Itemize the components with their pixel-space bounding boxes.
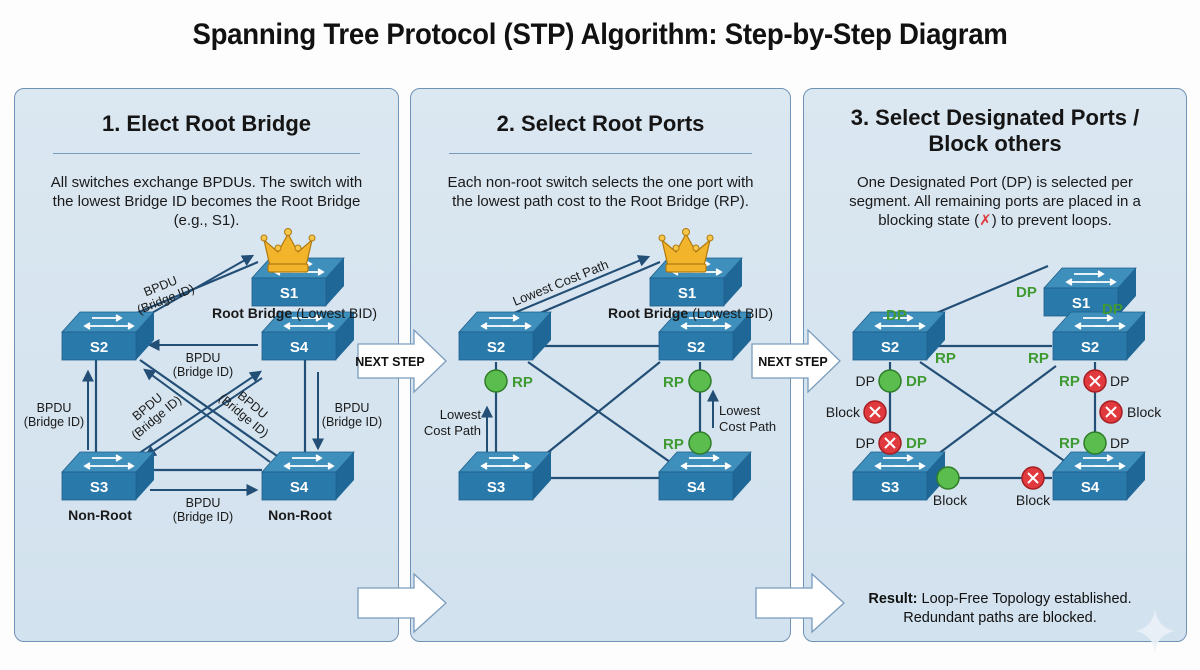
svg-text:(Bridge ID): (Bridge ID) bbox=[173, 365, 233, 379]
svg-text:BPDU: BPDU bbox=[37, 401, 72, 415]
block-label: Block bbox=[826, 404, 861, 420]
switch-label: S1 bbox=[280, 285, 298, 302]
lowest-cost-path-label: Cost Path bbox=[719, 419, 776, 434]
blocked-port-icon bbox=[1099, 400, 1123, 424]
page-title: Spanning Tree Protocol (STP) Algorithm: … bbox=[192, 18, 1008, 51]
switch-label: S4 bbox=[1081, 479, 1100, 496]
dp-label: DP bbox=[1102, 301, 1123, 318]
step-panel-designated-ports: 3. Select Designated Ports / Block other… bbox=[803, 88, 1187, 642]
dp-label: DP bbox=[1110, 373, 1129, 389]
sparkle-icon bbox=[1135, 610, 1175, 652]
root-port-green-icon bbox=[688, 369, 712, 393]
blocked-port-icon bbox=[1021, 466, 1045, 490]
step-panel-elect-root-bridge: 1. Elect Root Bridge All switches exchan… bbox=[14, 88, 399, 642]
panel2-path-arrows bbox=[481, 255, 719, 452]
switch-label: S3 bbox=[487, 479, 505, 496]
divider bbox=[53, 153, 360, 154]
step-title: 2. Select Root Ports bbox=[496, 111, 705, 136]
block-label: Block bbox=[1127, 404, 1162, 420]
switch-label: S1 bbox=[1072, 295, 1090, 312]
switch-label: S2 bbox=[90, 339, 108, 356]
non-root-caption: Non-Root bbox=[68, 507, 132, 523]
root-port-green-icon bbox=[484, 369, 508, 393]
step-description: One Designated Port (DP) is selected per… bbox=[849, 174, 1141, 229]
lowest-cost-path-label: Lowest bbox=[719, 403, 761, 418]
crown-icon bbox=[658, 227, 714, 273]
step-panel-select-root-ports: 2. Select Root Ports Each non-root switc… bbox=[410, 88, 791, 642]
dp-label: DP bbox=[1110, 435, 1129, 451]
root-bridge-caption: Root Bridge(Lowest BID) bbox=[608, 305, 773, 321]
switch-label: S1 bbox=[678, 285, 696, 302]
rp-label: RP bbox=[663, 374, 684, 391]
switch-label: S3 bbox=[90, 479, 108, 496]
root-port-green-icon bbox=[688, 431, 712, 455]
link-s3-s2-diag bbox=[535, 361, 661, 463]
flow-arrow bbox=[755, 572, 845, 634]
switch-label: S2 bbox=[687, 339, 705, 356]
switch-label: S4 bbox=[687, 479, 706, 496]
link-s3-s2-diag bbox=[929, 365, 1057, 461]
switch-label: S2 bbox=[881, 339, 899, 356]
bpdu-arrow bbox=[143, 368, 271, 463]
rp-label: RP bbox=[1028, 350, 1049, 367]
divider bbox=[449, 153, 752, 154]
root-port-markers bbox=[484, 369, 712, 455]
switch-label: S4 bbox=[290, 339, 309, 356]
port-green-icon bbox=[936, 466, 960, 490]
next-step-label: NEXT STEP bbox=[758, 355, 827, 369]
svg-text:(Bridge ID): (Bridge ID) bbox=[24, 415, 84, 429]
flow-arrow bbox=[357, 572, 447, 634]
svg-text:(Bridge ID): (Bridge ID) bbox=[322, 415, 382, 429]
dp-label: DP bbox=[886, 307, 907, 324]
blocked-port-icon bbox=[1083, 369, 1107, 393]
link-s2-s4-diag bbox=[139, 359, 281, 459]
dp-label: DP bbox=[906, 373, 927, 390]
svg-text:BPDU: BPDU bbox=[186, 496, 221, 510]
port-green-icon bbox=[1083, 431, 1107, 455]
bpdu-arrow bbox=[131, 370, 262, 459]
rp-label: RP bbox=[512, 374, 533, 391]
dp-label: DP bbox=[906, 435, 927, 452]
blocked-port-icon bbox=[878, 431, 902, 455]
block-label: Block bbox=[933, 492, 968, 508]
blocked-port-icon bbox=[863, 400, 887, 424]
switch-label: S3 bbox=[881, 479, 899, 496]
dp-label: DP bbox=[856, 373, 875, 389]
rp-label: RP bbox=[663, 436, 684, 453]
step-title: 1. Elect Root Bridge bbox=[101, 111, 312, 136]
result-summary: Result: Loop-Free Topology established. … bbox=[868, 591, 1132, 626]
lowest-cost-path-label: Lowest Cost Path bbox=[511, 257, 611, 309]
step-description: All switches exchange BPDUs. The switch … bbox=[50, 174, 363, 229]
port-green-icon bbox=[878, 369, 902, 393]
lowest-cost-path-label: Lowest bbox=[440, 407, 482, 422]
switch-label: S4 bbox=[290, 479, 309, 496]
svg-text:BPDU: BPDU bbox=[186, 351, 221, 365]
svg-text:BPDU: BPDU bbox=[335, 401, 370, 415]
rp-label: RP bbox=[1059, 373, 1080, 390]
next-step-label: NEXT STEP bbox=[355, 355, 424, 369]
crown-icon bbox=[260, 227, 316, 273]
lowest-cost-arrow bbox=[501, 255, 651, 319]
step-description: Each non-root switch selects the one por… bbox=[447, 174, 754, 210]
panel3-port-markers bbox=[863, 369, 1123, 490]
bpdu-arrow bbox=[144, 377, 263, 458]
rp-label: RP bbox=[935, 350, 956, 367]
dp-label: DP bbox=[1016, 284, 1037, 301]
step-title: 3. Select Designated Ports / Block other… bbox=[850, 105, 1140, 156]
non-root-caption: Non-Root bbox=[268, 507, 332, 523]
next-step-arrow: NEXT STEP bbox=[355, 328, 447, 394]
svg-text:(Bridge ID): (Bridge ID) bbox=[173, 510, 233, 524]
switch-label: S2 bbox=[487, 339, 505, 356]
dp-label: DP bbox=[856, 435, 875, 451]
next-step-arrow: NEXT STEP bbox=[751, 328, 841, 394]
switch-label: S2 bbox=[1081, 339, 1099, 356]
rp-label: RP bbox=[1059, 435, 1080, 452]
lowest-cost-path-label: Cost Path bbox=[424, 423, 481, 438]
block-label: Block bbox=[1016, 492, 1051, 508]
root-bridge-caption: Root Bridge(Lowest BID) bbox=[212, 305, 377, 321]
red-x-icon: ✗ bbox=[979, 212, 992, 229]
